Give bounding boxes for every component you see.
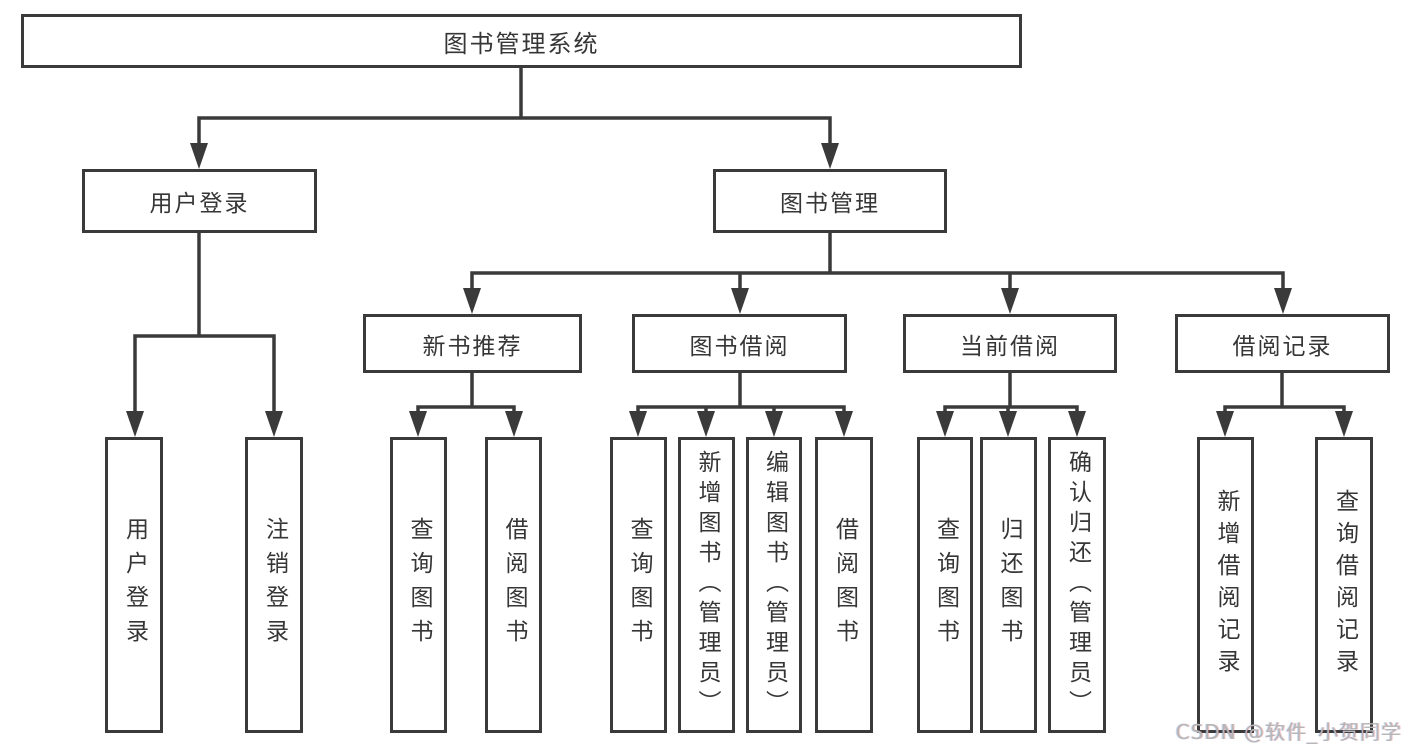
leaf-bb-query-books: 查询图书	[610, 437, 667, 733]
arrow-down-icon	[1274, 288, 1292, 314]
connector-book-mgmt	[470, 231, 1285, 298]
arrowhead-icons	[126, 143, 1353, 437]
leaf-user-login: 用户登录	[105, 437, 163, 733]
node-label: 编辑图书（管理员）	[761, 450, 788, 720]
node-label: 查询图书	[626, 517, 652, 653]
arrow-down-icon	[190, 143, 208, 169]
connector-new-book-rec	[416, 371, 516, 422]
arrow-down-icon	[463, 288, 481, 314]
node-label: 确认归还（管理员）	[1064, 450, 1091, 720]
node-current-borrow: 当前借阅	[903, 314, 1117, 373]
arrow-down-icon	[409, 411, 427, 437]
node-label: 当前借阅	[960, 333, 1060, 360]
leaf-bb-borrow-books: 借阅图书	[815, 437, 873, 733]
node-book-borrow: 图书借阅	[632, 314, 847, 373]
node-label: 用户登录	[121, 517, 148, 653]
node-label: 借阅图书	[501, 517, 527, 653]
leaf-bb-add-books-admin: 新增图书（管理员）	[678, 437, 735, 733]
arrow-down-icon	[126, 411, 144, 437]
node-label: 新增图书（管理员）	[694, 450, 720, 720]
node-book-management: 图书管理	[713, 169, 947, 233]
arrow-down-icon	[999, 411, 1017, 437]
arrow-down-icon	[821, 143, 839, 169]
node-label: 图书管理系统	[443, 29, 600, 58]
leaf-rec-query-books: 查询图书	[390, 437, 447, 733]
connector-borrow-records	[1223, 371, 1346, 422]
leaf-logout-login: 注销登录	[245, 437, 303, 733]
arrow-down-icon	[629, 411, 647, 437]
node-library-system: 图书管理系统	[21, 14, 1022, 68]
node-user-login: 用户登录	[82, 169, 317, 233]
leaf-bb-edit-books-admin: 编辑图书（管理员）	[746, 437, 802, 733]
csdn-watermark: CSDN @软件_小贺同学	[1175, 720, 1402, 744]
arrow-down-icon	[731, 288, 749, 314]
node-label: 借阅记录	[1232, 333, 1333, 360]
node-label: 新增借阅记录	[1213, 489, 1239, 681]
arrow-down-icon	[697, 411, 715, 437]
arrow-down-icon	[1216, 411, 1234, 437]
leaf-cb-query-books: 查询图书	[917, 437, 973, 733]
node-label: 查询图书	[932, 517, 959, 653]
leaf-br-add-record: 新增借阅记录	[1197, 437, 1254, 733]
node-label: 借阅图书	[831, 517, 858, 653]
connector-user-login	[133, 231, 276, 420]
leaf-cb-confirm-return-admin: 确认归还（管理员）	[1048, 437, 1106, 733]
arrow-down-icon	[265, 411, 283, 437]
arrow-down-icon	[835, 411, 853, 437]
arrow-down-icon	[505, 411, 523, 437]
node-label: 新书推荐	[422, 333, 523, 360]
node-new-book-recommend: 新书推荐	[363, 314, 582, 373]
node-label: 图书借阅	[689, 333, 790, 360]
arrow-down-icon	[1001, 288, 1019, 314]
leaf-rec-borrow-books: 借阅图书	[485, 437, 542, 733]
node-borrow-records: 借阅记录	[1175, 314, 1390, 373]
connector-root	[197, 66, 832, 152]
leaf-cb-return-books: 归还图书	[980, 437, 1037, 733]
arrow-down-icon	[936, 411, 954, 437]
leaf-br-query-record: 查询借阅记录	[1315, 437, 1373, 733]
node-label: 注销登录	[261, 517, 288, 653]
node-label: 用户登录	[149, 191, 250, 217]
node-label: 查询图书	[406, 517, 432, 653]
node-label: 图书管理	[780, 191, 880, 217]
arrow-down-icon	[1335, 411, 1353, 437]
connector-book-borrow	[636, 371, 846, 422]
arrow-down-icon	[765, 411, 783, 437]
node-label: 归还图书	[996, 517, 1022, 653]
node-label: 查询借阅记录	[1331, 489, 1358, 681]
arrow-down-icon	[1068, 411, 1086, 437]
